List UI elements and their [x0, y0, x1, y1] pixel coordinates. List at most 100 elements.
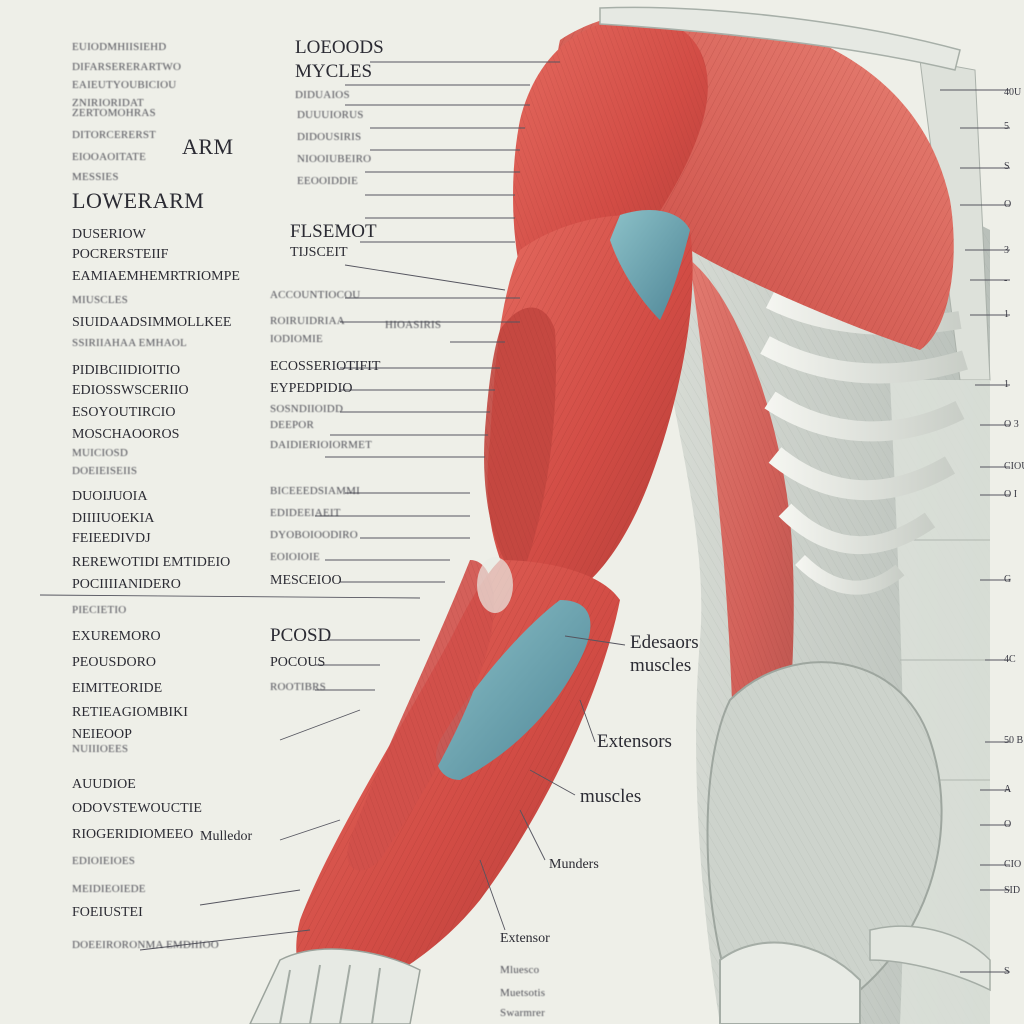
forearm	[249, 560, 620, 1024]
left-label: DUSERIOW	[72, 227, 146, 242]
right-edge-label: 40U	[1004, 87, 1022, 98]
left-label: SSIRIIAHAA EMHAOL	[72, 337, 187, 349]
left-label: RETIEAGIOMBIKI	[72, 705, 188, 720]
middle-label: DAIDIERIOIORMET	[270, 439, 372, 451]
hip-bone	[706, 661, 991, 1024]
middle-label: ROIRUIDRIAA	[270, 315, 345, 327]
left-label: EIMITEORIDE	[72, 681, 163, 696]
right-edge-label: 1	[1004, 379, 1009, 390]
left-label: DIFARSERERARTWO	[72, 61, 182, 73]
callout-munders: Munders	[549, 857, 599, 872]
middle-label: DIDOUSIRIS	[297, 131, 362, 143]
upper-arm	[484, 210, 693, 610]
right-edge-label: G	[1004, 574, 1012, 585]
left-label: ZNIRIORIDAT	[72, 97, 144, 109]
left-label: MOSCHAOOROS	[72, 427, 180, 442]
middle-label: ROOTIBRS	[270, 681, 326, 693]
middle-label: MESCEIOO	[270, 573, 342, 588]
middle-label: EYPEDPIDIO	[270, 381, 353, 396]
middle-label: DUUUIORUS	[297, 109, 364, 121]
left-label: EAIEUTYOUBICIOU	[72, 79, 177, 91]
callout-extensor: Extensor	[500, 931, 550, 946]
left-label: DOEEIRORONMA EMDIIIOO	[72, 939, 219, 951]
callout-muscles-1: muscles	[630, 655, 692, 676]
left-label: EXUREMORO	[72, 629, 161, 644]
left-label: AUUDIOE	[72, 777, 136, 792]
right-edge-label: -	[1004, 275, 1008, 286]
left-label: EIOOAOITATE	[72, 151, 147, 163]
right-edge-label: CIOU	[1004, 461, 1024, 472]
left-label: ESOYOUTIRCIO	[72, 405, 176, 420]
left-label: POCRERSTEIIF	[72, 247, 169, 262]
middle-label: ACCOUNTIOCOU	[270, 289, 361, 301]
left-label: DIIIIUOEKIA	[72, 511, 155, 526]
leader-lines	[39, 61, 1010, 973]
middle-label: POCOUS	[270, 655, 326, 670]
callout-mulesco: Mluesco	[500, 964, 540, 976]
heading-lower-arm: LOWERARM	[72, 188, 205, 213]
left-label: MIUSCLES	[72, 294, 128, 306]
right-edge-label: A	[1004, 784, 1012, 795]
middle-label: BICEEEDSIAMMI	[270, 485, 360, 497]
middle-label: ECOSSERIOTIFIT	[270, 359, 381, 374]
heading-arm: ARM	[182, 134, 234, 159]
left-label: NEIEOOP	[72, 727, 132, 742]
right-edge-label: S	[1004, 966, 1010, 977]
right-edge-label: SID	[1004, 885, 1021, 896]
left-label: EDIOIEIOES	[72, 855, 136, 867]
right-edge-label: 1	[1004, 309, 1009, 320]
left-label: NUIIIOEES	[72, 743, 129, 755]
middle-label: DIDUAIOS	[295, 89, 350, 101]
right-edge-label: O	[1004, 819, 1012, 830]
middle-label: SOSNDIIOIDD	[270, 403, 344, 415]
middle-label: EOIOIOIE	[270, 551, 320, 563]
middle-label: NIOOIUBEIRO	[297, 153, 372, 165]
left-label: DOEIEISEIIS	[72, 465, 138, 477]
middle-label: FLSEMOT	[290, 221, 377, 242]
middle-label: TIJSCEIT	[290, 245, 348, 260]
right-edge-label: O 3	[1004, 419, 1019, 430]
right-edge-label: O I	[1004, 489, 1018, 500]
right-edge-label: 4C	[1004, 654, 1016, 665]
left-label: SIUIDAADSIMMOLLKEE	[72, 315, 232, 330]
left-label: MEIDIEOIEDE	[72, 883, 146, 895]
left-label: EUIODMHIISIEHD	[72, 41, 167, 53]
left-label: REREWOTIDI EMTIDEIO	[72, 555, 231, 570]
callout-extensors-2: Extensors	[597, 731, 672, 752]
middle-label: PCOSD	[270, 625, 332, 646]
middle-label: IODIOMIE	[270, 333, 323, 345]
left-label: ODOVSTEWOUCTIE	[72, 801, 202, 816]
right-edge-label: 3	[1004, 245, 1009, 256]
middle-label: LOEOODS	[295, 37, 384, 58]
left-label: FEIEEDIVDJ	[72, 531, 151, 546]
elbow-joint	[477, 557, 513, 613]
right-edge-label: S	[1004, 161, 1010, 172]
middle-label: DEEPOR	[270, 419, 314, 431]
right-edge-label: CIO	[1004, 859, 1022, 870]
left-label: RIOGERIDIOMEEO	[72, 827, 194, 842]
middle-label: DYOBOIOODIRO	[270, 529, 358, 541]
left-label: MESSIES	[72, 171, 119, 183]
left-label: EDIOSSWSCERIIO	[72, 383, 189, 398]
left-label: POCIIIIANIDERO	[72, 577, 181, 592]
callout-surrounds: Swarmrer	[500, 1007, 545, 1019]
left-label: ZERTOMOHRAS	[72, 107, 156, 119]
left-label: PEOUSDORO	[72, 655, 157, 670]
callout-mulledor: Mulledor	[200, 829, 253, 844]
middle-label: EDIDEEIAEIT	[270, 507, 341, 519]
left-label: DUOIJUOIA	[72, 489, 148, 504]
left-label: EAMIAEMHEMRTRIOMPE	[72, 269, 240, 284]
callout-extensors-1: Edesaors	[630, 632, 699, 653]
left-label: PIDIBCIIDIOITIO	[72, 363, 181, 378]
right-edge-label: 5	[1004, 121, 1009, 132]
callout-muscles-2: muscles	[580, 786, 642, 807]
left-label: PIECIETIO	[72, 604, 127, 616]
left-label: MUICIOSD	[72, 447, 128, 459]
middle-label: HIOASIRIS	[385, 319, 442, 331]
left-label: DITORCERERST	[72, 129, 157, 141]
right-edge-label: O	[1004, 199, 1012, 210]
left-label: FOEIUSTEI	[72, 905, 143, 920]
callout-murisotis: Muetsotis	[500, 987, 546, 999]
